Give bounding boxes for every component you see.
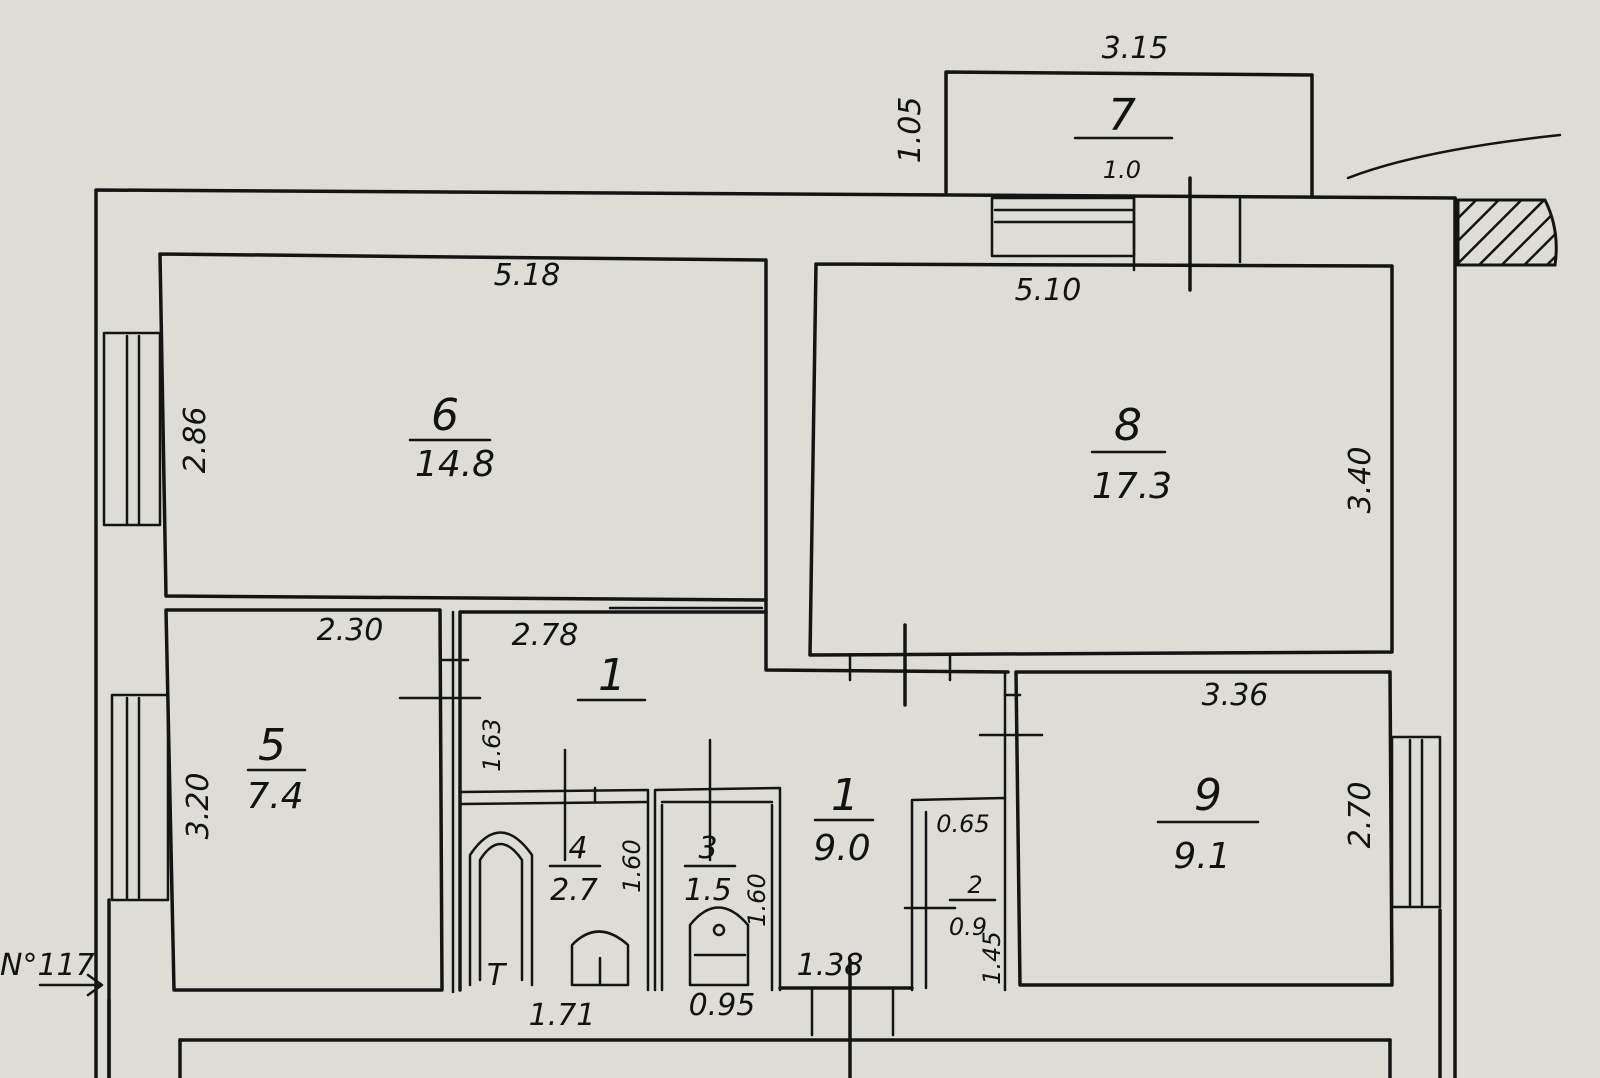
room-3-label: 3 1.5: [683, 831, 737, 908]
svg-text:2.7: 2.7: [550, 873, 598, 908]
dim-room6-width: 5.18: [494, 258, 561, 293]
svg-text:2: 2: [967, 871, 982, 899]
room-6-label: 6 14.8: [408, 390, 495, 485]
svg-text:9: 9: [1194, 770, 1222, 821]
svg-text:1: 1: [598, 650, 626, 701]
svg-text:7.4: 7.4: [246, 776, 303, 817]
svg-text:4: 4: [568, 831, 587, 866]
dim-room5-width: 2.30: [317, 613, 384, 648]
svg-text:7: 7: [1108, 90, 1136, 141]
wc: [653, 738, 782, 992]
dim-room8-depth: 3.40: [1343, 447, 1378, 514]
closet: [903, 796, 1007, 992]
svg-text:14.8: 14.8: [415, 444, 495, 485]
dim-balcony-depth: 1.05: [893, 97, 928, 164]
corridor-bottom: [778, 958, 914, 1078]
balcony: [944, 70, 1314, 198]
room-4-label: 4 2.7: [548, 831, 602, 908]
room-9-window: [1390, 735, 1442, 909]
svg-text:1.5: 1.5: [684, 873, 732, 908]
svg-text:17.3: 17.3: [1092, 466, 1172, 507]
dim-bath-depth: 1.60: [618, 839, 646, 892]
outer-walls: [94, 188, 1457, 1078]
room-5-window: [110, 693, 170, 902]
hatched-column: [1456, 198, 1558, 267]
bath-fixture-mark: T: [487, 958, 508, 993]
dim-wc-width: 0.95: [689, 988, 756, 1023]
dim-room6-depth: 2.86: [178, 407, 213, 474]
room-9-walls: [978, 670, 1394, 987]
entrance-arrow: [38, 973, 104, 997]
dim-hall-width: 2.78: [512, 618, 579, 653]
bathroom: [458, 748, 650, 992]
svg-text:9.0: 9.0: [813, 828, 870, 869]
dim-closet-depth: 1.45: [978, 931, 1006, 984]
svg-text:0.9: 0.9: [949, 913, 987, 941]
room-8-label: 8 17.3: [1090, 400, 1172, 507]
dim-room9-width: 3.36: [1202, 678, 1269, 713]
dim-hall-depth: 1.63: [478, 718, 506, 771]
room-6-window: [102, 331, 162, 527]
dim-bath-width: 1.71: [529, 998, 596, 1033]
dim-room9-depth: 2.70: [1343, 782, 1378, 849]
dim-closet-width: 0.65: [936, 810, 989, 838]
balcony-door: [990, 176, 1242, 292]
room-2-label: 2 0.9: [948, 871, 997, 941]
hall-label: 1: [576, 650, 647, 702]
svg-text:8: 8: [1114, 400, 1142, 451]
dim-wc-depth: 1.60: [743, 873, 771, 926]
hall-walls: [608, 598, 1010, 707]
room-8-walls: [808, 262, 1394, 657]
svg-text:3: 3: [698, 831, 717, 866]
svg-text:9.1: 9.1: [1173, 836, 1230, 877]
dim-room5-depth: 3.20: [181, 773, 216, 840]
dim-room8-width: 5.10: [1015, 273, 1082, 308]
svg-text:6: 6: [431, 390, 459, 441]
room-5-label: 5 7.4: [246, 720, 307, 817]
dim-corridor-width: 1.38: [797, 948, 864, 983]
svg-text:1.0: 1.0: [1103, 156, 1141, 184]
svg-text:1: 1: [831, 770, 859, 821]
svg-text:5: 5: [258, 720, 286, 771]
entrance-mark: N°117: [0, 948, 95, 983]
room-9-label: 9 9.1: [1156, 770, 1260, 877]
room-1-label: 1 9.0: [813, 770, 875, 869]
annotation-stroke: [1346, 133, 1562, 180]
dim-balcony-width: 3.15: [1102, 31, 1169, 66]
room-5-walls: [164, 608, 482, 994]
hall-upper-walls: [458, 610, 768, 992]
room-7-label: 7 1.0: [1073, 90, 1174, 184]
